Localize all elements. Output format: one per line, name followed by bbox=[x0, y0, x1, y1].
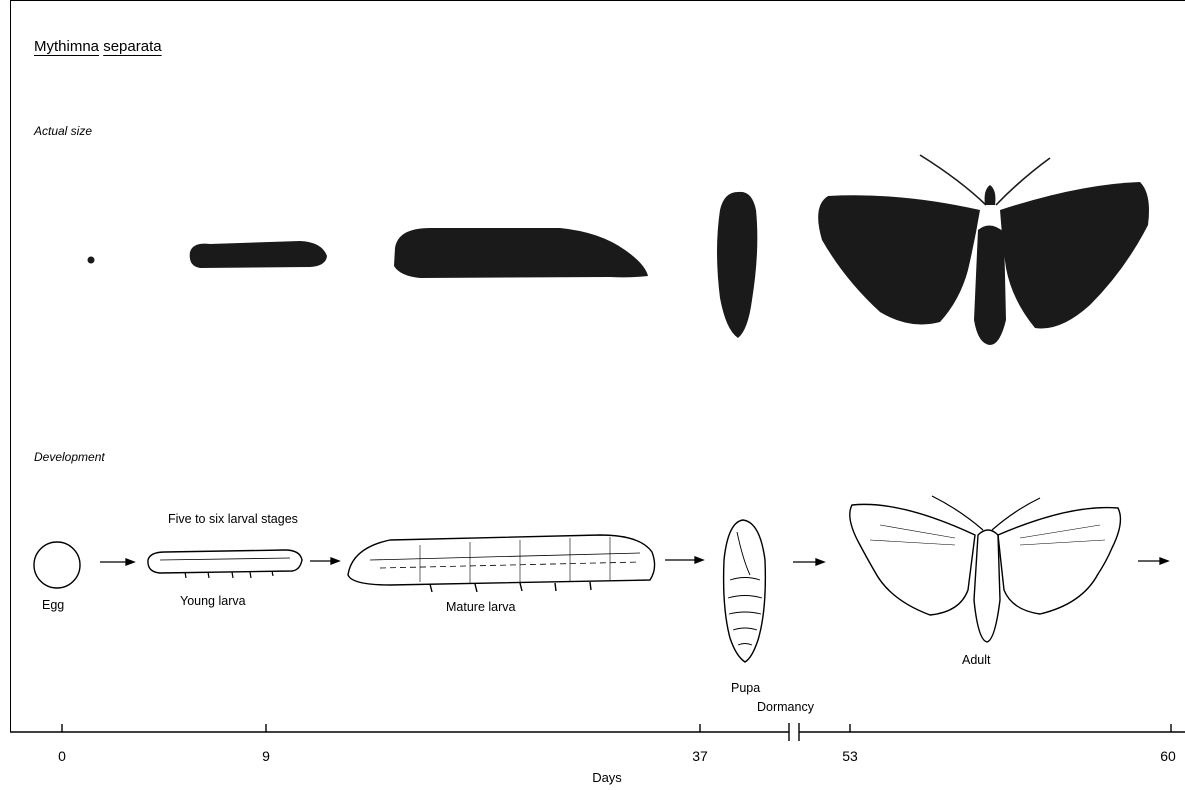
mature-larva-actual-size bbox=[394, 228, 648, 278]
pupa-actual-size bbox=[717, 192, 757, 338]
young-larva-actual-size bbox=[190, 241, 327, 268]
adult-moth-drawing bbox=[850, 496, 1121, 642]
adult-label: Adult bbox=[962, 653, 991, 667]
pupa-drawing bbox=[724, 520, 766, 662]
actual-size-row bbox=[88, 155, 1150, 345]
tick-label-37: 37 bbox=[692, 748, 708, 764]
egg-label: Egg bbox=[42, 598, 64, 612]
mature-larva-drawing bbox=[348, 535, 655, 592]
tick-label-53: 53 bbox=[842, 748, 858, 764]
days-axis bbox=[10, 723, 1185, 741]
axis-label-days: Days bbox=[592, 770, 622, 785]
larval-stages-note: Five to six larval stages bbox=[168, 512, 298, 526]
young-larva-drawing bbox=[148, 550, 302, 578]
young-larva-label: Young larva bbox=[180, 594, 246, 608]
mature-larva-label: Mature larva bbox=[446, 600, 515, 614]
pupa-label: Pupa bbox=[731, 681, 760, 695]
dormancy-label: Dormancy bbox=[757, 700, 814, 714]
tick-label-0: 0 bbox=[58, 748, 66, 764]
egg-drawing bbox=[34, 542, 80, 588]
adult-moth-actual-size bbox=[818, 182, 1149, 345]
egg-actual-size bbox=[88, 257, 95, 264]
tick-label-9: 9 bbox=[262, 748, 270, 764]
tick-label-60: 60 bbox=[1160, 748, 1176, 764]
